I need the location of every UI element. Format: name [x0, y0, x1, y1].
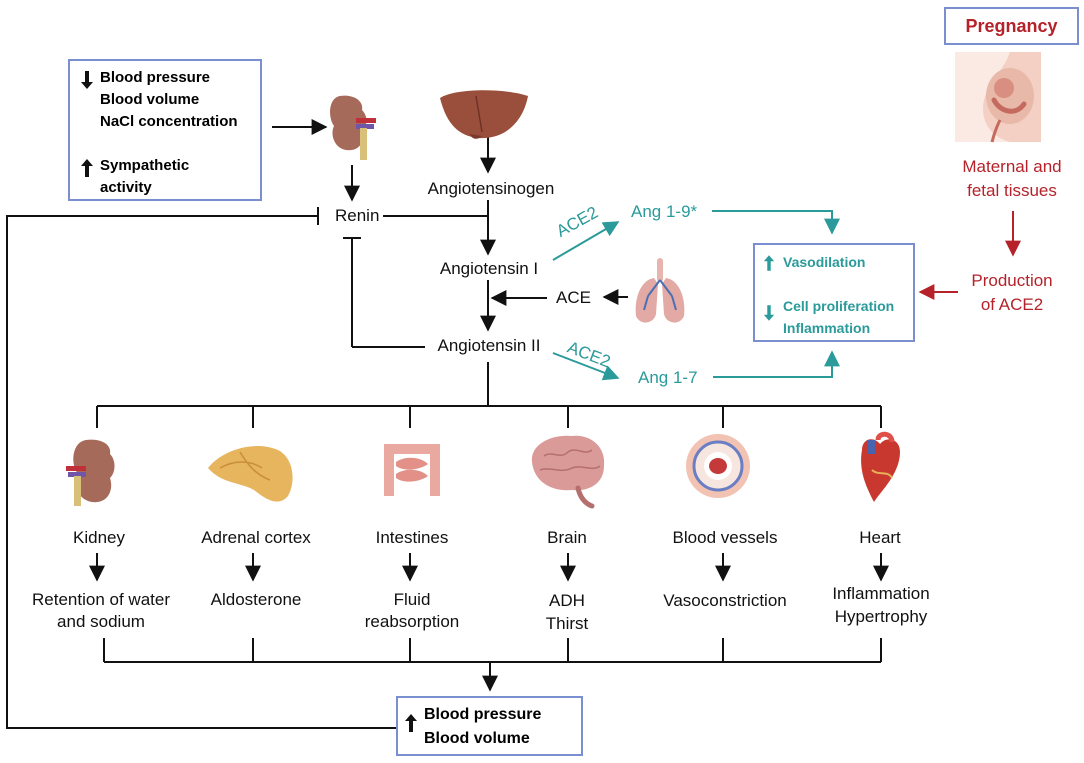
arrow-down-icon — [763, 305, 775, 321]
outcome-line-2: Blood volume — [424, 730, 530, 747]
renin-label: Renin — [335, 206, 380, 225]
pregnant-woman-icon — [955, 52, 1041, 143]
organ-name-brain: Brain — [547, 528, 587, 547]
production-line-2: of ACE2 — [980, 295, 1044, 314]
arrow-up-icon — [405, 714, 417, 732]
organ-name-heart: Heart — [859, 528, 901, 547]
inflammation-effect-label: Inflammation — [783, 320, 871, 336]
effect-brain-line-1: ADH — [549, 591, 585, 610]
brain-icon — [531, 435, 605, 509]
organ-name-intestines: Intestines — [375, 528, 449, 547]
effect-intestines-line-2: reabsorption — [364, 612, 460, 631]
intestines-icon — [384, 444, 440, 496]
kidney-icon — [330, 95, 376, 160]
effect-adrenal-line-1: Aldosterone — [210, 590, 302, 609]
effect-kidney-line-2: and sodium — [57, 612, 145, 631]
cell-proliferation-label: Cell proliferation — [783, 298, 895, 314]
ang-1-9-label: Ang 1-9* — [631, 202, 698, 221]
angiotensin-1-label: Angiotensin I — [439, 259, 539, 278]
kidney-icon — [66, 439, 115, 506]
organ-name-kidney: Kidney — [73, 528, 125, 547]
adrenal-gland-icon — [208, 446, 293, 502]
vasodilation-label: Vasodilation — [783, 254, 866, 270]
input-decrease-line-3: NaCl concentration — [100, 113, 238, 130]
arrow-up-icon — [81, 159, 93, 177]
effect-heart-line-2: Hypertrophy — [834, 607, 928, 626]
organ-name-blood-vessels: Blood vessels — [672, 528, 778, 547]
input-decrease-line-2: Blood volume — [100, 91, 200, 108]
pregnancy-box: Pregnancy — [944, 7, 1079, 45]
input-increase-line-2: activity — [100, 179, 152, 196]
outcome-line-1: Blood pressure — [424, 706, 542, 723]
angiotensin-2-label: Angiotensin II — [437, 336, 541, 355]
pregnancy-title: Pregnancy — [965, 16, 1058, 36]
effect-kidney-line-1: Retention of water — [32, 590, 170, 609]
input-conditions-box: Blood pressure Blood volume NaCl concent… — [68, 59, 262, 201]
heart-icon — [861, 431, 900, 502]
tissues-line-2: fetal tissues — [967, 181, 1057, 200]
red-connectors — [918, 211, 1021, 300]
teal-connectors — [552, 210, 840, 381]
input-increase-line-1: Sympathetic — [100, 157, 190, 174]
outcome-box: Blood pressure Blood volume — [396, 696, 583, 756]
production-line-1: Production — [971, 271, 1053, 290]
black-connectors — [6, 119, 889, 729]
liver-icon — [440, 90, 528, 139]
ace2-effects-box: Vasodilation Cell proliferation Inflamma… — [753, 243, 915, 342]
organ-name-adrenal-cortex: Adrenal cortex — [201, 528, 311, 547]
ace-label: ACE — [556, 288, 591, 307]
tissues-line-1: Maternal and — [962, 157, 1062, 176]
arrow-up-icon — [763, 255, 775, 271]
effect-intestines-line-1: Fluid — [393, 590, 431, 609]
blood-vessel-icon — [686, 434, 750, 498]
arrow-down-icon — [81, 71, 93, 89]
effect-heart-line-1: Inflammation — [832, 584, 930, 603]
input-decrease-line-1: Blood pressure — [100, 69, 211, 86]
lungs-icon — [635, 258, 685, 323]
ang-1-7-label: Ang 1-7 — [638, 368, 698, 387]
effect-brain-line-2: Thirst — [545, 614, 589, 633]
angiotensinogen-label: Angiotensinogen — [427, 179, 555, 198]
effect-blood-vessels-line-1: Vasoconstriction — [663, 591, 787, 610]
